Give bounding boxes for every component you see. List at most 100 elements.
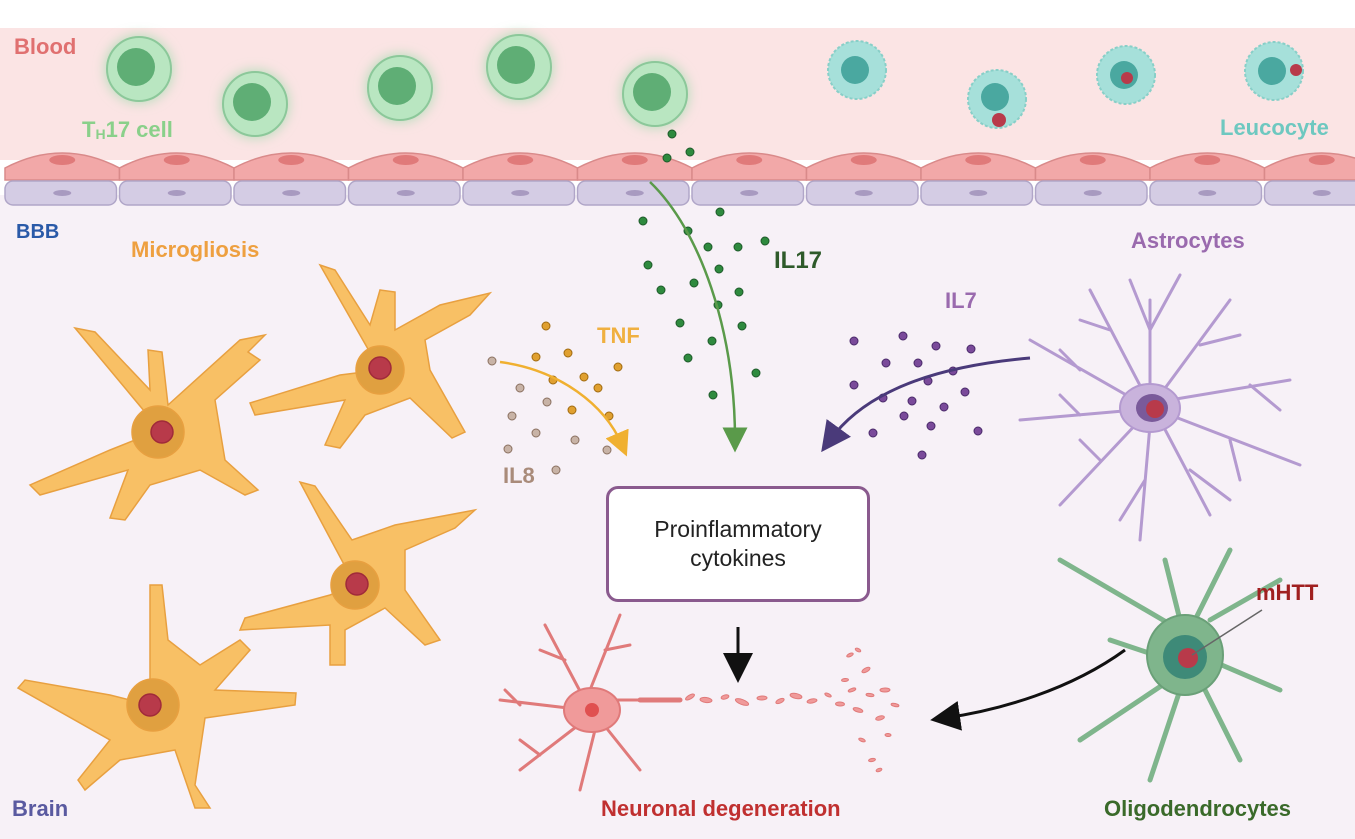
bbb-layer: [4, 180, 1355, 206]
neuronal-degeneration-label: Neuronal degeneration: [601, 796, 841, 821]
tnf-label: TNF: [597, 323, 640, 348]
microglia-cell: [28, 326, 268, 521]
axon-fragment: [890, 702, 900, 708]
axon-fragment: [854, 647, 862, 653]
leucocyte-cell: [967, 69, 1027, 129]
endothelial-nucleus: [736, 155, 763, 165]
bbb-nucleus: [969, 190, 988, 196]
axon-fragment: [841, 677, 849, 683]
bbb-nucleus: [854, 190, 873, 196]
endothelial-nucleus: [392, 155, 419, 165]
leucocyte-label: Leucocyte: [1220, 115, 1329, 140]
microgliosis-label: Microgliosis: [131, 237, 260, 262]
leucocyte-cell: [1244, 41, 1304, 101]
endothelial-nucleus: [621, 155, 648, 165]
axon-fragment: [858, 737, 866, 743]
il17-label: IL17: [774, 247, 823, 274]
leucocyte-cell: [827, 40, 887, 100]
axon-fragment: [861, 666, 871, 674]
axon-fragment: [789, 692, 803, 700]
axon-fragment: [879, 687, 891, 693]
axon-fragment: [720, 694, 730, 700]
il17-particles: [638, 129, 770, 400]
tnf-arrow: [499, 360, 629, 457]
th17-nucleus: [233, 83, 271, 121]
th17-label-main: T: [82, 117, 96, 142]
bbb-nucleus: [740, 190, 759, 196]
leucocytes: [827, 40, 1304, 129]
il8-particles: [487, 356, 612, 475]
endothelial-nucleus: [1079, 155, 1106, 165]
th17-label-rest: 17 cell: [105, 117, 173, 142]
microglia-cell: [248, 263, 493, 449]
bbb-nucleus: [1198, 190, 1217, 196]
tnf-particles: [531, 321, 623, 421]
brain-label: Brain: [12, 796, 69, 821]
th17-nucleus: [378, 67, 416, 105]
axon-fragment: [734, 698, 750, 706]
bbb-nucleus: [167, 190, 186, 196]
bbb-nucleus: [625, 190, 644, 196]
endothelial-nucleus: [507, 155, 534, 165]
bbb-nucleus: [1083, 190, 1102, 196]
bbb-nucleus: [396, 190, 415, 196]
il7-label: IL7: [945, 288, 977, 313]
neuron-cell: [498, 613, 683, 792]
microglia-cells: [16, 263, 493, 809]
oligo-arrow: [930, 648, 1126, 731]
proinflammatory-cytokines-text: Proinflammatory cytokines: [654, 516, 822, 571]
il7-arrow: [821, 356, 1031, 453]
bbb-cell: [1263, 180, 1355, 206]
axon-fragment: [775, 697, 785, 705]
bbb-nucleus: [53, 190, 72, 196]
axon-fragment: [875, 715, 885, 721]
leucocyte-cell: [1096, 45, 1156, 105]
astrocyte-cell: [1018, 273, 1302, 542]
axon-fragment: [699, 696, 713, 704]
blood-label: Blood: [14, 34, 77, 59]
th17-label-sub: H: [95, 126, 106, 142]
th17-nucleus: [497, 46, 535, 84]
neuron-fragments: [685, 647, 900, 773]
axon-fragment: [756, 695, 768, 701]
endothelial-nucleus: [278, 155, 305, 165]
il8-label: IL8: [503, 463, 535, 488]
microglia-cell: [238, 480, 478, 666]
mhtt-label: mHTT: [1256, 580, 1319, 605]
microglia-cell: [16, 584, 297, 809]
endothelial-nucleus: [49, 155, 76, 165]
axon-fragment: [846, 652, 854, 658]
axon-fragment: [865, 692, 875, 698]
th17-nucleus: [633, 73, 671, 111]
axon-fragment: [884, 732, 892, 738]
th17-cells: [106, 34, 688, 137]
endothelial-nucleus: [850, 155, 877, 165]
axon-fragment: [685, 693, 695, 701]
oligodendrocytes-label: Oligodendrocytes: [1104, 796, 1292, 821]
endothelial-nucleus: [965, 155, 992, 165]
axon-fragment: [835, 701, 845, 707]
bbb-label: BBB: [16, 221, 60, 243]
endothelial-layer: [4, 152, 1355, 181]
axon-fragment: [847, 687, 857, 693]
bbb-nucleus: [1312, 190, 1331, 196]
axon-fragment: [824, 692, 832, 698]
axon-fragment: [806, 698, 818, 704]
oligodendrocyte-cell: [1057, 547, 1283, 783]
il17-arrow: [649, 181, 748, 453]
bbb-nucleus: [282, 190, 301, 196]
th17-nucleus: [117, 48, 155, 86]
bbb-nucleus: [511, 190, 530, 196]
axon-fragment: [868, 757, 876, 763]
astrocytes-label: Astrocytes: [1131, 228, 1245, 253]
axon-fragment: [852, 707, 864, 713]
mhtt-pointer: [1191, 609, 1263, 656]
endothelial-nucleus: [163, 155, 190, 165]
endothelial-nucleus: [1194, 155, 1221, 165]
endothelial-nucleus: [1308, 155, 1335, 165]
th17-label: TH17 cell: [82, 117, 173, 142]
proinflammatory-cytokines-box: Proinflammatory cytokines: [606, 486, 870, 602]
axon-fragment: [875, 767, 883, 773]
